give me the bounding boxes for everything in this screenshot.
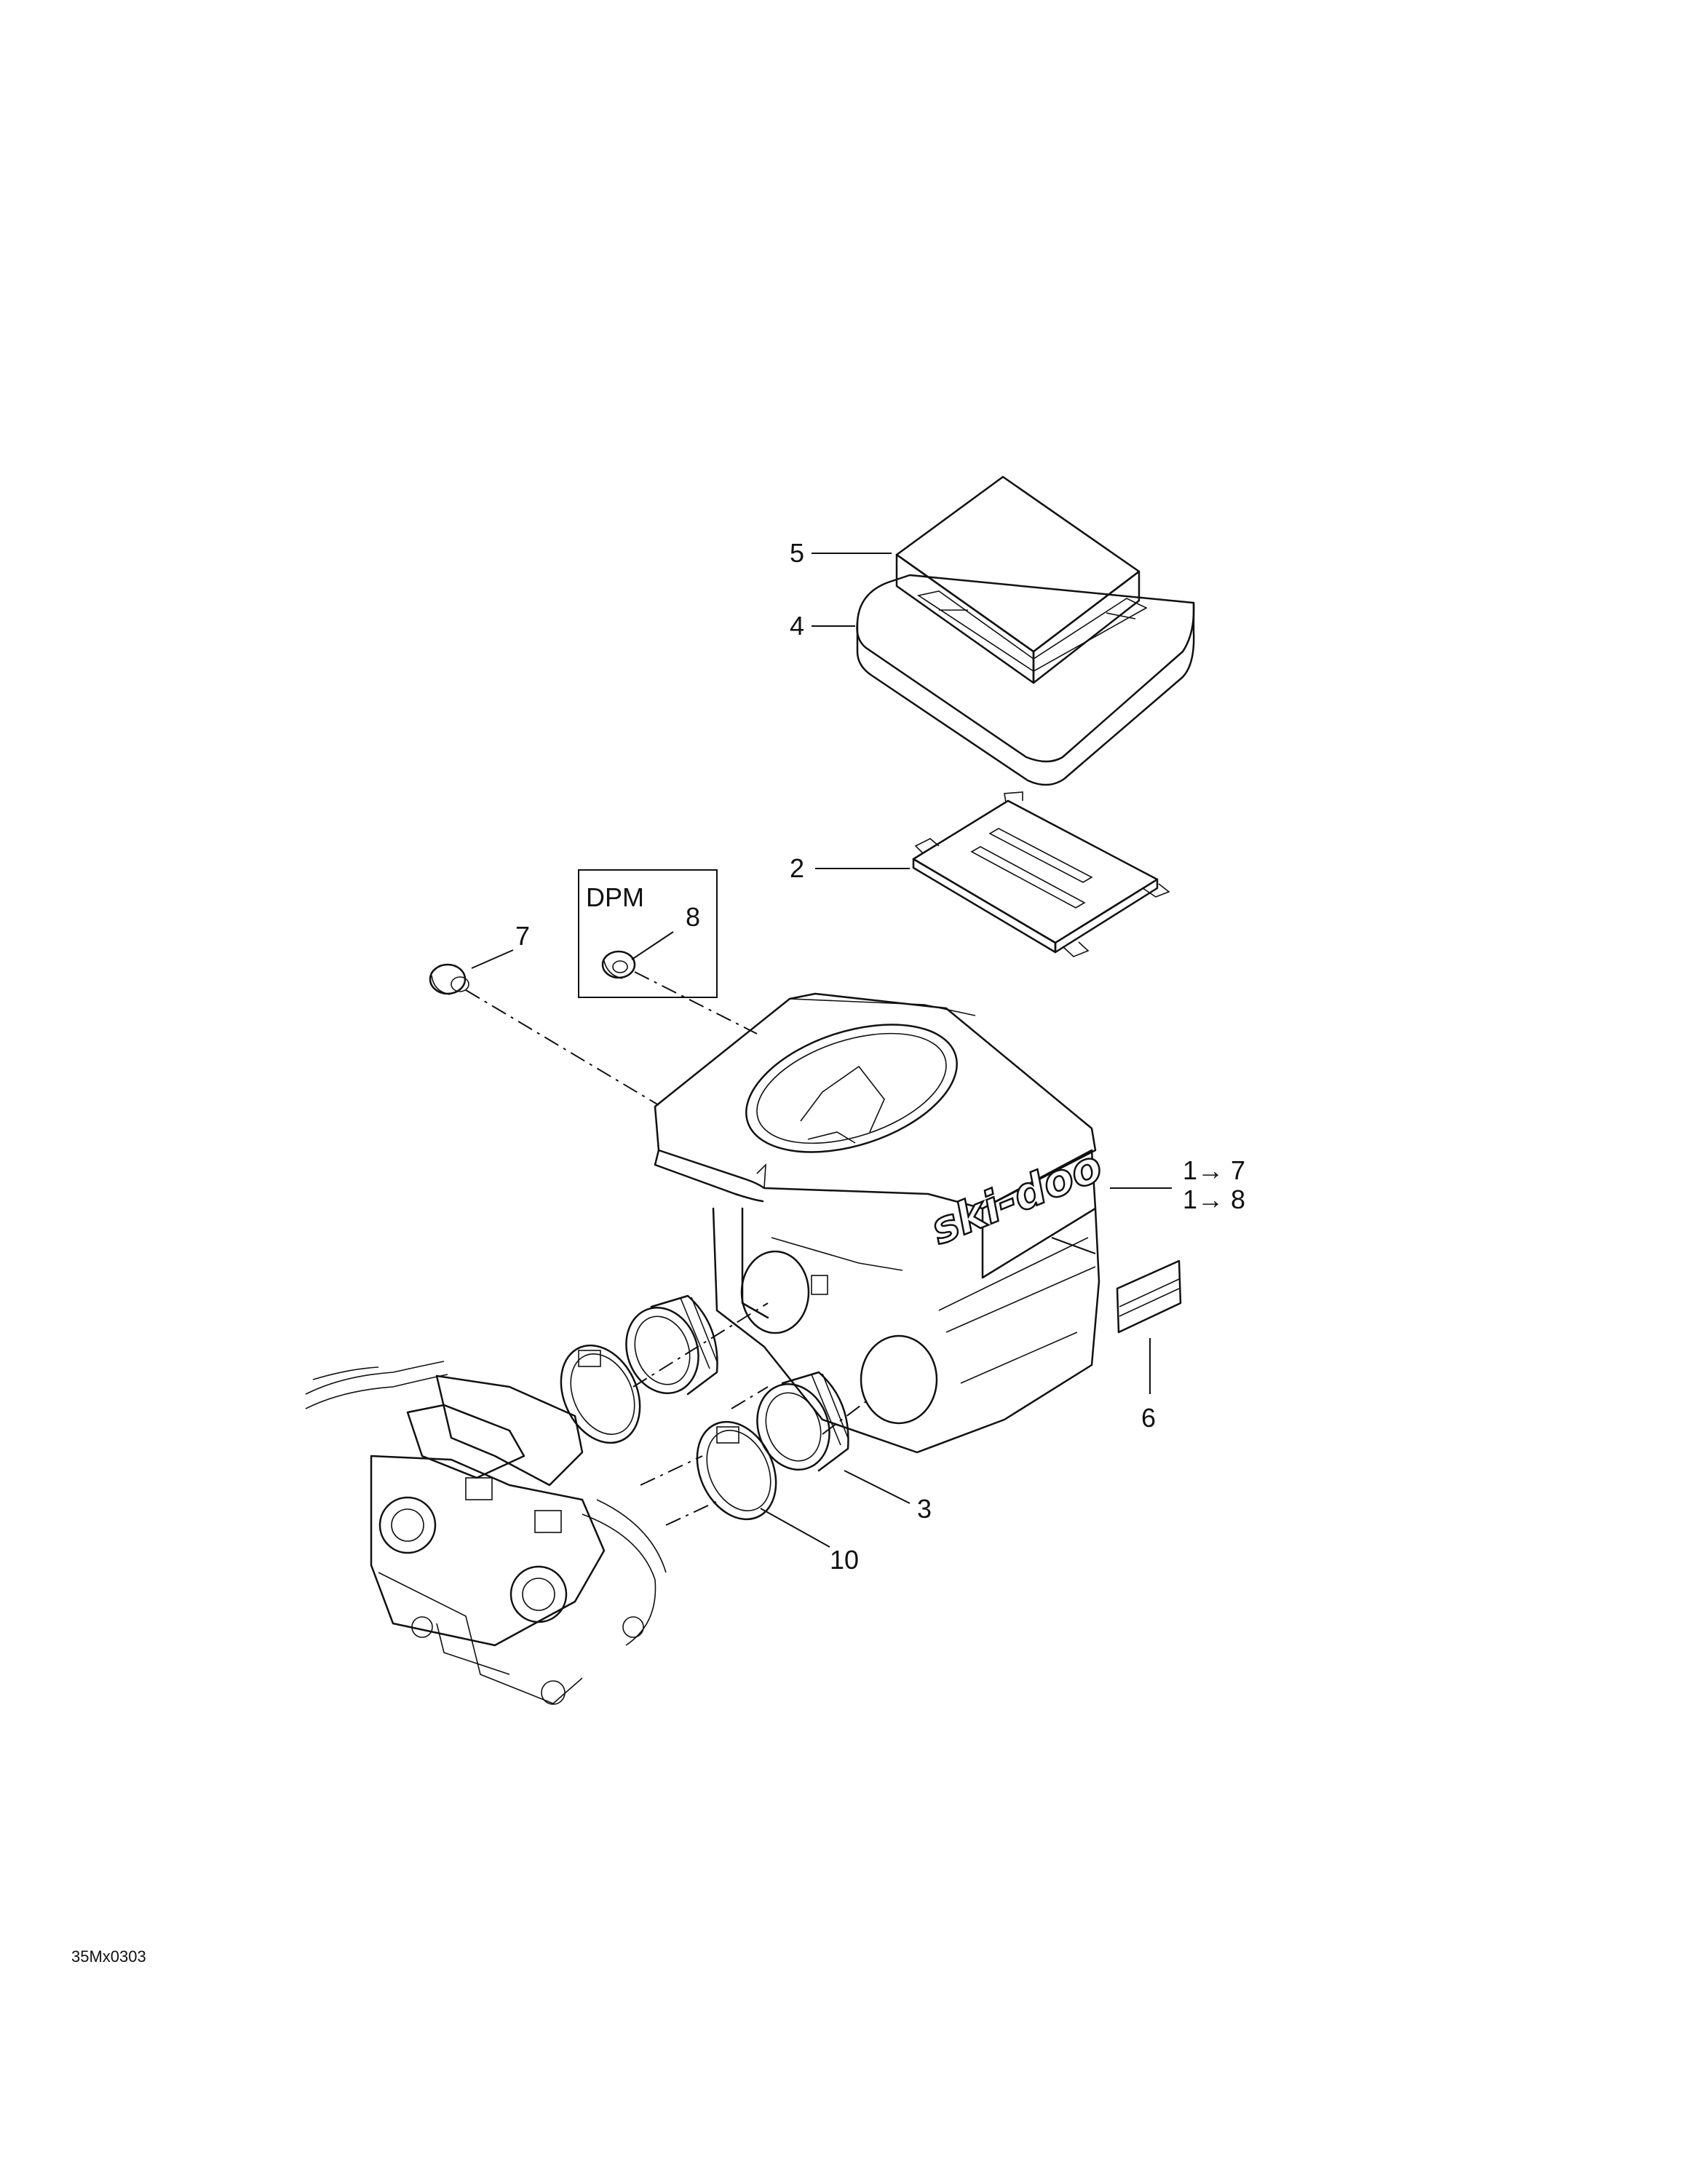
alignment-lines (465, 971, 867, 1526)
callout-5: 5 (790, 538, 804, 568)
callout-10: 10 (830, 1545, 859, 1575)
part-7-grommet (429, 963, 469, 995)
leader-lines (471, 553, 1172, 1548)
callout-labels: 5 4 2 DPM 8 7 1→ 7 1→ 8 6 3 10 (515, 538, 1245, 1575)
ski-doo-logo: ski-doo (923, 1139, 1110, 1256)
callout-1-8: 1→ 8 (1183, 1184, 1245, 1214)
reference-code: 35Mx0303 (71, 1947, 146, 1966)
dpm-label: DPM (586, 882, 644, 912)
callout-7: 7 (515, 921, 530, 951)
callout-2: 2 (790, 853, 804, 883)
part-3-adaptor-lower (756, 1371, 849, 1472)
part-10-clamp-lower (696, 1420, 777, 1521)
svg-text:ski-doo: ski-doo (924, 1141, 1109, 1255)
part-4-filter-frame (856, 574, 1195, 786)
part-2-filter-plate (912, 791, 1170, 957)
part-3-adaptor-upper (625, 1294, 718, 1396)
callout-8: 8 (686, 902, 700, 932)
part-6-decal (1116, 1259, 1182, 1334)
carburetor-assembly (305, 1361, 667, 1705)
callout-3: 3 (917, 1494, 932, 1524)
callout-1-7: 1→ 7 (1183, 1155, 1245, 1185)
part-1-air-silencer: ski-doo (654, 992, 1110, 1454)
part-10-clamp-upper (560, 1344, 641, 1444)
dpm-inset-box (578, 869, 718, 998)
callout-6: 6 (1141, 1403, 1156, 1433)
callout-4: 4 (790, 611, 804, 641)
part-8-grommet (601, 950, 636, 979)
part-5-filter-pad (895, 475, 1140, 684)
